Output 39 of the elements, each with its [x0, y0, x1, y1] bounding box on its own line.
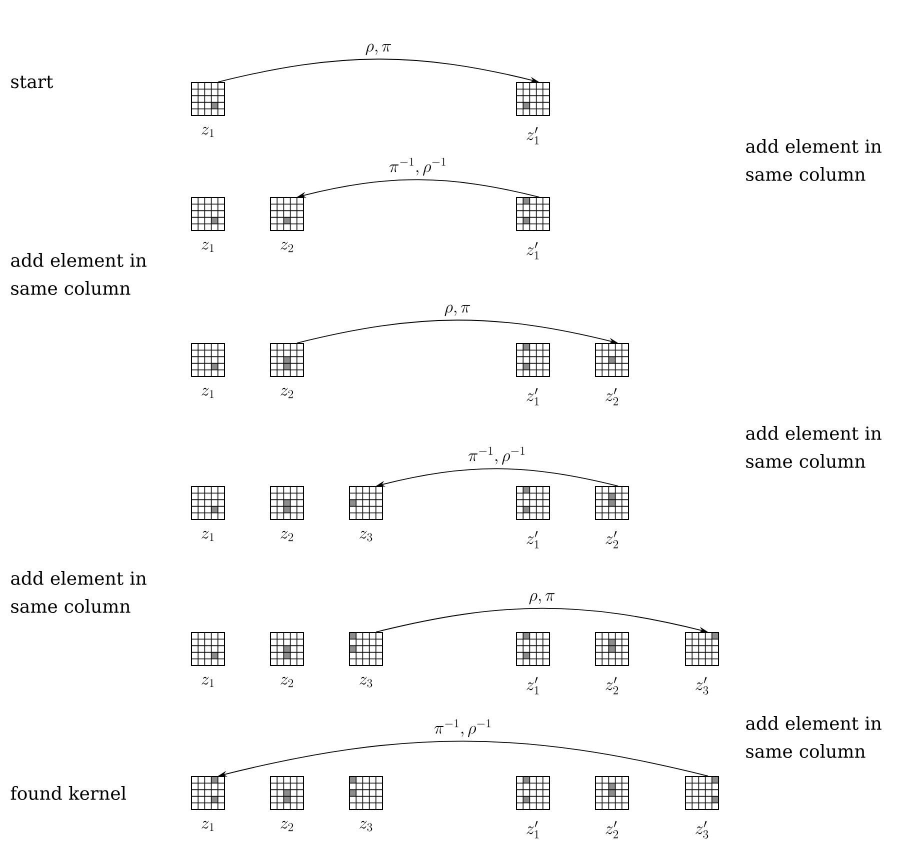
grid-label: $z_3$ [360, 676, 372, 688]
side-note: add element in same column [746, 426, 882, 468]
grid-label: $z_2$ [280, 676, 294, 688]
grid-label: $z'_2$ [606, 531, 618, 548]
edge-label: $\pi^{-1}, \rho^{-1}$ [434, 719, 491, 738]
grid-label: $z'_3$ [696, 821, 708, 838]
edge-label: $\rho, \pi$ [366, 44, 392, 56]
side-note: add element in same column [746, 139, 882, 181]
grid-label: $z_3$ [360, 820, 372, 832]
grid-label: $z_1$ [202, 530, 214, 542]
grid-label: $z'_2$ [606, 677, 618, 694]
grid-label: $z'_2$ [606, 821, 618, 838]
grid-label: $z_2$ [280, 530, 294, 542]
side-note: found kernel [10, 786, 126, 800]
grid-label: $z'_1$ [526, 388, 539, 406]
grid-label: $z_2$ [280, 388, 294, 398]
grid-label: $z_1$ [202, 820, 214, 832]
edge-label: $\rho, \pi$ [444, 304, 470, 316]
grid-label: $z_3$ [360, 530, 372, 542]
grid-label: $z_1$ [202, 242, 214, 252]
side-note: add element in same column [11, 571, 146, 613]
grid-label: $z'_1$ [526, 127, 539, 144]
grid-label: $z'_1$ [526, 677, 539, 694]
grid-label: $z_1$ [202, 126, 214, 138]
grid-label: $z_2$ [280, 820, 294, 832]
grid-label: $z'_1$ [526, 242, 539, 260]
grid-label: $z'_1$ [526, 531, 539, 548]
grid-label: $z_1$ [202, 676, 214, 688]
grid-label: $z'_2$ [606, 388, 618, 406]
grid-label: $z_2$ [280, 242, 294, 252]
grid-label: $z'_1$ [526, 821, 539, 838]
side-note: start [11, 76, 54, 88]
grid-label: $z_1$ [202, 388, 214, 398]
side-note: add element in same column [11, 253, 146, 295]
grid-label: $z'_3$ [696, 677, 708, 694]
side-note: add element in same column [746, 716, 882, 758]
edge-label: $\pi^{-1}, \rho^{-1}$ [390, 158, 446, 176]
edge-label: $\rho, \pi$ [529, 593, 555, 604]
edge-label: $\pi^{-1}, \rho^{-1}$ [468, 446, 525, 465]
